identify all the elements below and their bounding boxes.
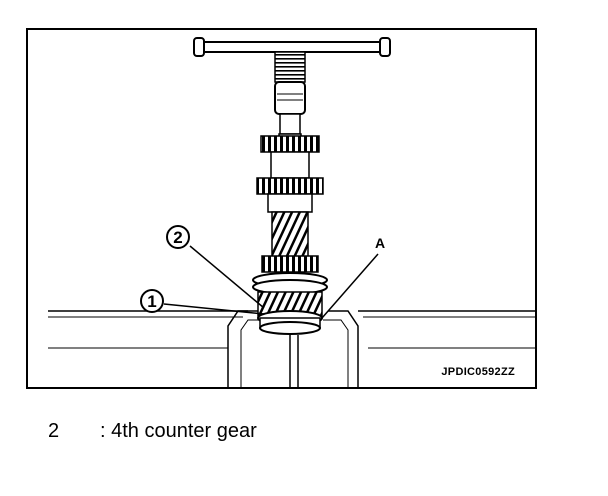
figure-id-code: JPDIC0592ZZ <box>441 366 515 378</box>
press-t-handle <box>193 37 391 135</box>
figure-frame: 2 1 A JPDIC0592ZZ <box>26 28 537 389</box>
press-fit-illustration: 2 1 A <box>48 37 535 387</box>
leader-line-2 <box>189 245 265 309</box>
bearing <box>257 310 323 335</box>
callout-a-label: A <box>375 235 385 251</box>
fourth-counter-gear <box>252 255 328 317</box>
legend-item-number: 2 <box>48 420 60 442</box>
leader-line-1 <box>163 303 265 315</box>
callout-1-label: 1 <box>147 292 156 311</box>
callout-2: 2 <box>166 225 190 249</box>
legend-item-text: : 4th counter gear <box>100 420 257 442</box>
callout-1: 1 <box>140 289 164 313</box>
callout-2-label: 2 <box>173 228 182 247</box>
legend-item: 2 : 4th counter gear <box>48 420 257 443</box>
leader-line-a <box>321 253 379 319</box>
